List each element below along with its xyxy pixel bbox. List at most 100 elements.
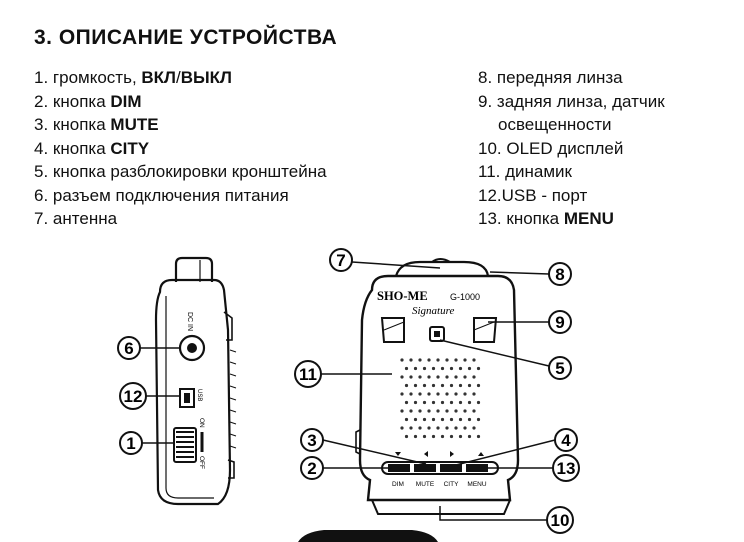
speaker-hole — [454, 375, 458, 379]
speaker-hole — [440, 366, 445, 371]
speaker-hole — [476, 383, 481, 388]
parts-list-left: 1. громкость, ВКЛ/ВЫКЛ 2. кнопка DIM 3. … — [34, 66, 327, 231]
callout-10: 10 — [439, 506, 574, 534]
off-label: OFF — [198, 456, 205, 469]
speaker-hole — [476, 400, 481, 405]
speaker-hole — [449, 434, 454, 439]
callout-4: 4 — [451, 428, 578, 467]
speaker-hole — [404, 434, 409, 439]
speaker-hole — [476, 417, 481, 422]
speaker-hole — [422, 400, 427, 405]
callout-5: 5 — [439, 339, 572, 380]
signature-label: Signature — [412, 305, 454, 317]
speaker-hole — [436, 392, 440, 396]
speaker-hole — [472, 392, 476, 396]
callout-12: 12 — [119, 382, 180, 410]
speaker-hole — [409, 409, 413, 413]
speaker-hole — [476, 434, 481, 439]
menu-button-label: MENU — [467, 481, 486, 488]
speaker-hole — [431, 383, 436, 388]
speaker-hole — [400, 426, 404, 430]
speaker-hole — [476, 366, 481, 371]
speaker-hole — [440, 417, 445, 422]
rear-lens — [473, 317, 498, 343]
dc-in-label: DC IN — [186, 312, 193, 331]
speaker-hole — [422, 383, 427, 388]
speaker-hole — [404, 366, 409, 371]
speaker-hole — [436, 409, 440, 413]
usb-port — [179, 388, 195, 408]
speaker-hole — [445, 358, 449, 362]
svg-text:11: 11 — [299, 365, 317, 384]
svg-text:6: 6 — [124, 339, 133, 358]
speaker-hole — [467, 366, 472, 371]
speaker-hole — [458, 400, 463, 405]
list-item: 10. OLED дисплей — [478, 138, 624, 158]
speaker-hole — [467, 417, 472, 422]
svg-text:2: 2 — [307, 459, 316, 478]
speaker-hole — [409, 358, 413, 362]
speaker-hole — [449, 383, 454, 388]
speaker-hole — [400, 358, 404, 362]
callout-7: 7 — [329, 248, 441, 272]
speaker-hole — [445, 392, 449, 396]
list-item: 7. антенна — [34, 209, 118, 228]
speaker-hole — [409, 392, 413, 396]
speaker-hole — [418, 375, 422, 379]
svg-text:9: 9 — [555, 313, 564, 332]
list-item: 12.USB - порт — [478, 185, 588, 205]
speaker-hole — [467, 383, 472, 388]
svg-text:7: 7 — [336, 251, 345, 270]
speaker-hole — [449, 417, 454, 422]
volume-wheel — [173, 427, 197, 463]
speaker-hole — [454, 409, 458, 413]
speaker-hole — [404, 400, 409, 405]
speaker-hole — [458, 366, 463, 371]
speaker-hole — [458, 434, 463, 439]
brand-logo: SHO-ME — [377, 289, 428, 303]
speaker-hole — [418, 358, 422, 362]
speaker-hole — [463, 409, 467, 413]
speaker-hole — [427, 375, 431, 379]
list-item: 2. кнопка DIM — [34, 91, 142, 111]
button-strip — [381, 451, 499, 475]
svg-text:4: 4 — [561, 431, 571, 450]
speaker-hole — [467, 400, 472, 405]
speaker-hole — [463, 358, 467, 362]
speaker-hole — [436, 375, 440, 379]
speaker-hole — [472, 358, 476, 362]
on-label: ON — [198, 418, 205, 428]
speaker-hole — [413, 417, 418, 422]
speaker-hole — [431, 417, 436, 422]
speaker-hole — [440, 434, 445, 439]
speaker-hole — [431, 366, 436, 371]
svg-text:10: 10 — [551, 511, 570, 530]
speaker-hole — [418, 409, 422, 413]
speaker-hole — [454, 426, 458, 430]
speaker-hole — [445, 426, 449, 430]
speaker-hole — [400, 392, 404, 396]
front-lens-left — [380, 317, 405, 343]
speaker-hole — [445, 375, 449, 379]
speaker-hole — [404, 417, 409, 422]
list-item: 1. громкость, ВКЛ/ВЫКЛ — [34, 68, 232, 87]
speaker-hole — [400, 409, 404, 413]
speaker-hole — [436, 426, 440, 430]
speaker-hole — [422, 434, 427, 439]
speaker-hole — [440, 383, 445, 388]
svg-text:1: 1 — [126, 434, 135, 453]
callout-11: 11 — [294, 360, 392, 388]
speaker-hole — [413, 400, 418, 405]
speaker-hole — [472, 426, 476, 430]
dc-in-jack — [178, 334, 206, 362]
speaker-hole — [431, 434, 436, 439]
model-label: G-1000 — [450, 292, 480, 302]
callout-1: 1 — [119, 431, 174, 455]
speaker-hole — [427, 426, 431, 430]
list-item: 13. кнопка MENU — [478, 209, 614, 228]
svg-text:3: 3 — [307, 431, 316, 450]
parts-list-right: 8. передняя линза 9. задняя линза, датчи… — [478, 66, 665, 231]
speaker-hole — [445, 409, 449, 413]
speaker-hole — [463, 392, 467, 396]
